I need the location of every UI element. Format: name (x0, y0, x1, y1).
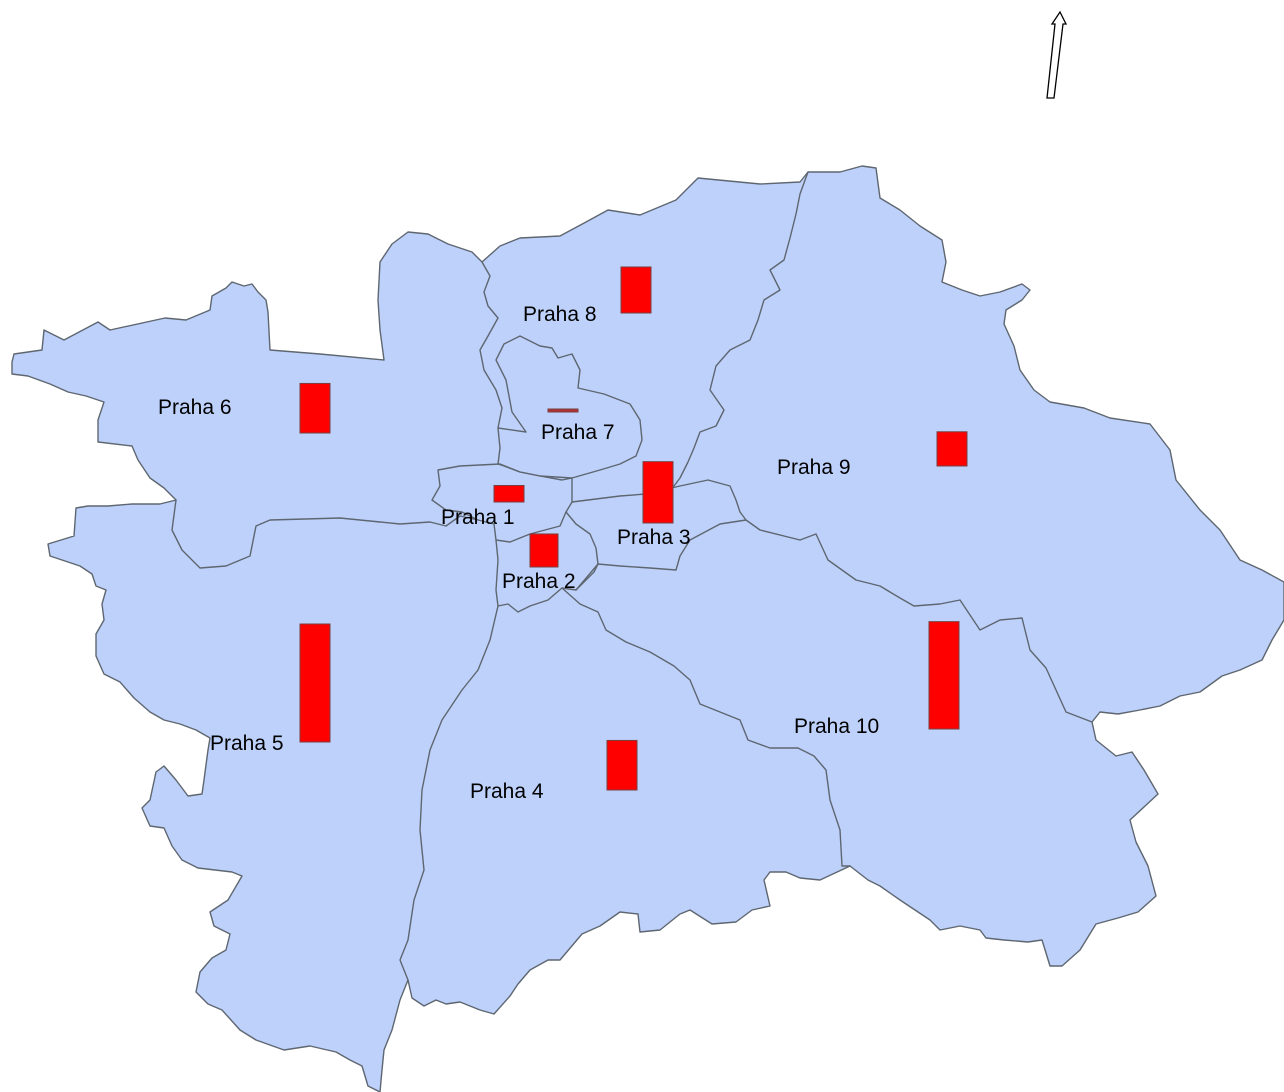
label-praha-4: Praha 4 (470, 780, 544, 803)
boundary-praha-7 (495, 335, 643, 479)
boundary-4-10 (561, 587, 851, 867)
bar-praha-2 (529, 533, 559, 568)
bar-praha-9 (936, 431, 968, 467)
label-praha-1: Praha 1 (441, 506, 515, 529)
boundary-6-5 (171, 499, 479, 569)
boundary-praha-1 (431, 463, 573, 543)
district-labels: Praha 6 Praha 8 Praha 7 Praha 9 Praha 1 … (158, 303, 879, 803)
bar-praha-5 (299, 623, 331, 743)
north-arrow-shape (1046, 10, 1068, 99)
north-arrow-icon (1046, 10, 1068, 99)
label-praha-9: Praha 9 (777, 456, 851, 479)
bar-praha-8 (620, 266, 652, 314)
bar-praha-10 (928, 621, 960, 730)
label-praha-8: Praha 8 (523, 303, 597, 326)
bar-praha-6 (299, 382, 331, 434)
label-praha-2: Praha 2 (502, 570, 576, 593)
district-boundaries (171, 171, 1093, 981)
label-praha-6: Praha 6 (158, 396, 232, 419)
label-praha-5: Praha 5 (210, 732, 284, 755)
bar-praha-7 (547, 408, 579, 413)
boundary-8-9 (673, 171, 809, 487)
bar-praha-4 (606, 739, 638, 791)
bar-symbols (299, 266, 968, 791)
bar-praha-3 (642, 461, 674, 524)
boundary-9-10 (745, 519, 1093, 723)
boundary-4-5 (399, 605, 499, 981)
label-praha-3: Praha 3 (617, 526, 691, 549)
label-praha-10: Praha 10 (794, 715, 879, 738)
label-praha-7: Praha 7 (541, 421, 615, 444)
boundary-3-10 (575, 563, 599, 591)
bar-praha-1 (493, 484, 525, 503)
